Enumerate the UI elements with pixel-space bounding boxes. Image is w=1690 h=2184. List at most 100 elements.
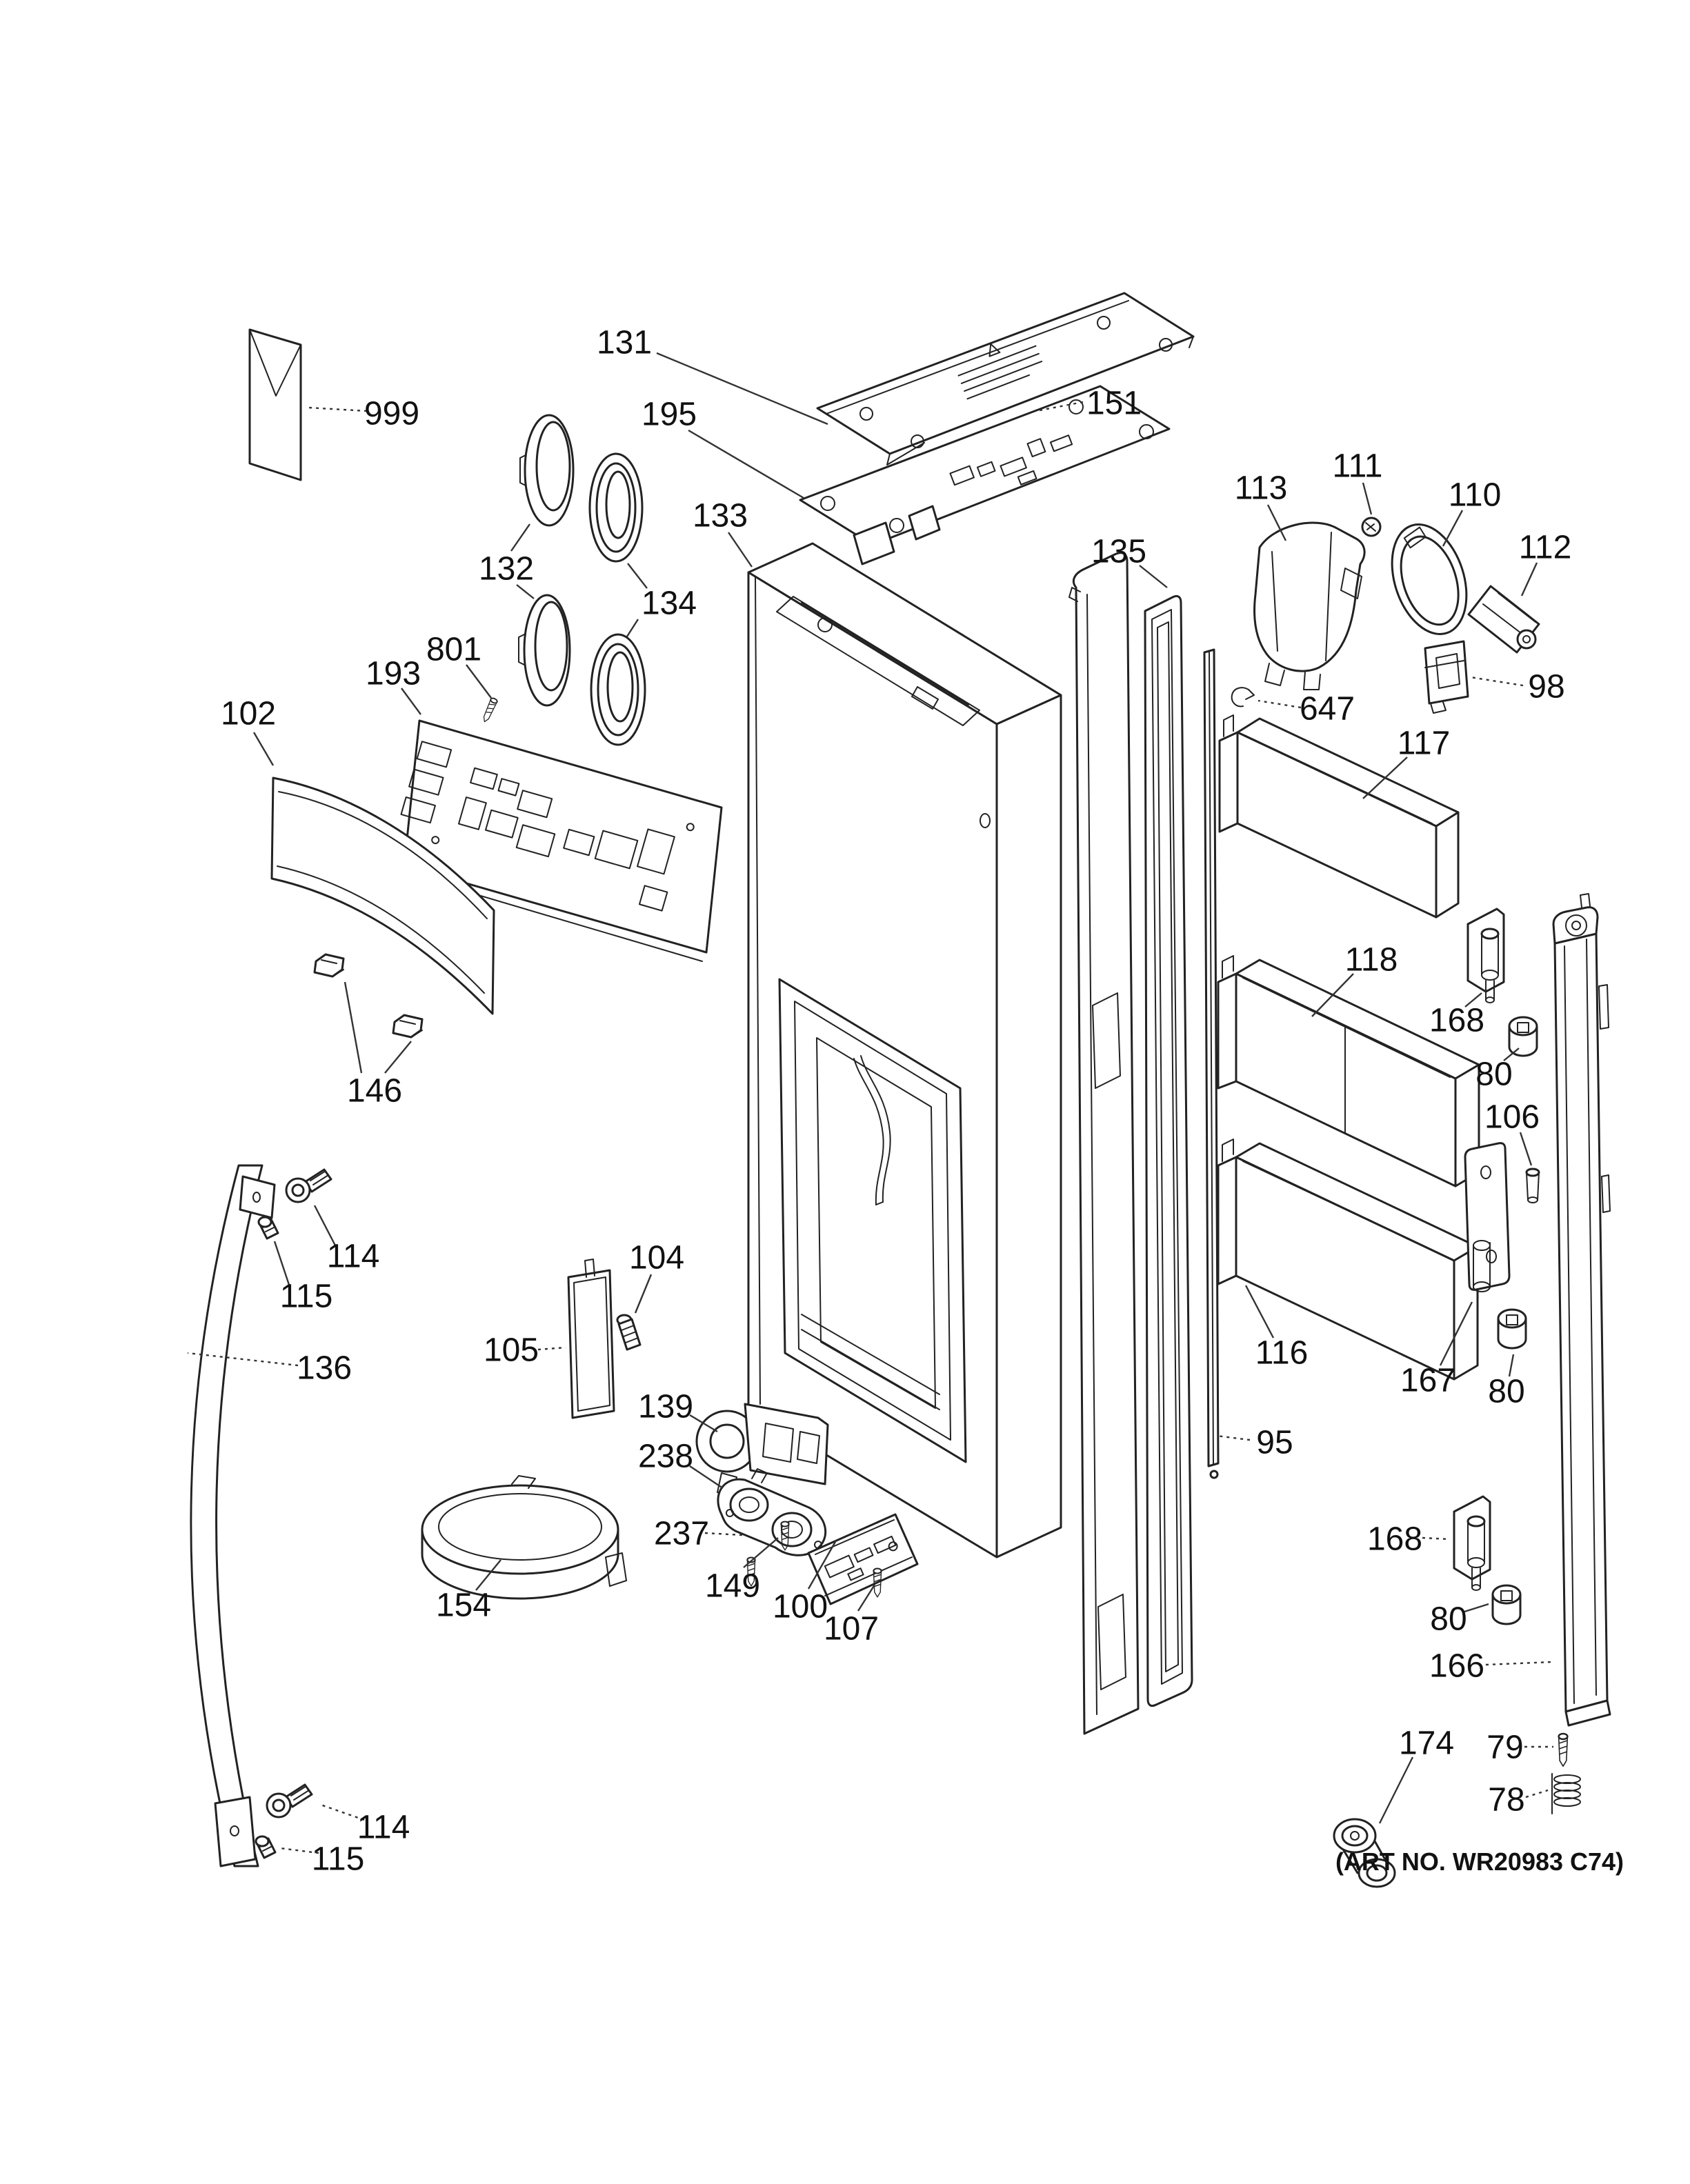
callout-label-146: 146 [347,1073,402,1110]
part-bracket-98 [1424,640,1469,714]
leader-line-166 [1485,1661,1553,1666]
callout-117: 117 [1362,725,1451,799]
leader-line-149 [743,1537,779,1568]
callout-149: 149 [705,1537,779,1605]
callout-166: 166 [1429,1648,1553,1685]
callout-label-133: 133 [693,498,748,534]
part-bin-118 [1217,955,1480,1188]
part-handle-136 [190,1164,276,1867]
leader-line-195 [688,429,804,499]
callout-110: 110 [1442,477,1501,547]
leader-line-114-upper [313,1205,337,1246]
callout-label-80-lower: 80 [1430,1601,1467,1638]
callout-label-104: 104 [629,1240,684,1276]
callout-label-80-upper: 80 [1475,1056,1512,1093]
callout-106: 106 [1484,1099,1540,1166]
leader-line-106 [1519,1132,1533,1166]
part-envelope-999 [248,328,302,481]
part-panel-102 [270,777,495,1015]
leader-line-111 [1362,482,1373,515]
callout-168-lower: 168 [1367,1521,1451,1558]
part-door-assembly-133 [747,542,1062,1559]
part-liner-panel [1068,552,1140,1735]
callout-237: 237 [654,1516,743,1552]
part-gasket-135 [1144,594,1193,1707]
leader-line-154 [475,1559,501,1591]
leader-line-647 [1257,699,1302,709]
callout-168-upper: 168 [1429,992,1484,1039]
part-elbow-174 [1333,1818,1396,1888]
callout-104: 104 [629,1240,684,1314]
callout-139: 139 [638,1389,718,1433]
leader-line-112 [1520,562,1538,597]
leader-line-104 [634,1274,653,1314]
part-hinge-168-lower [1453,1495,1491,1591]
callout-238: 238 [638,1439,724,1489]
leader-line-110 [1442,510,1464,547]
callout-80-upper: 80 [1475,1048,1520,1093]
callout-label-95: 95 [1256,1425,1293,1461]
leader-line-167 [1439,1301,1473,1366]
part-hinge-168-upper [1467,908,1505,1003]
part-bezel-132b [518,594,571,707]
callout-label-106: 106 [1484,1099,1540,1136]
callout-105: 105 [484,1332,566,1369]
callout-label-116: 116 [1255,1335,1309,1372]
callout-193: 193 [366,656,421,715]
leader-line-100 [807,1540,837,1590]
callout-label-174: 174 [1399,1725,1454,1762]
leader-line-999 [307,406,368,412]
callout-80-lower: 80 [1430,1601,1489,1638]
leader-line-117 [1362,757,1408,799]
part-solenoid-112 [1467,585,1540,654]
callout-label-149: 149 [705,1568,760,1605]
callout-label-79: 79 [1487,1730,1523,1766]
leader-line-80-upper [1503,1048,1520,1061]
part-screw-801 [480,697,499,724]
part-motor-139 [695,1403,829,1497]
leader-line-237 [704,1532,743,1536]
callout-136: 136 [187,1350,352,1387]
leader-line-146 [384,1041,412,1074]
part-bushing-80-upper [1508,1016,1538,1057]
callout-label-167: 167 [1400,1363,1455,1399]
callout-115-lower: 115 [279,1841,364,1878]
leader-line-174 [1378,1756,1414,1824]
part-grommet-134b [590,633,646,746]
callout-167: 167 [1400,1301,1473,1399]
callout-146: 146 [344,981,412,1110]
callout-label-117: 117 [1398,725,1451,762]
callout-label-107: 107 [824,1611,879,1647]
callout-label-132: 132 [479,551,534,588]
callout-label-115-upper: 115 [280,1279,333,1315]
callout-116: 116 [1244,1285,1309,1372]
leader-line-168-upper [1464,992,1482,1008]
callout-115-upper: 115 [273,1241,333,1315]
callout-98: 98 [1470,669,1565,705]
part-screw-114-lower [266,1783,313,1819]
part-pin-106 [1525,1168,1540,1203]
part-screw-114-upper [285,1168,332,1203]
leader-line-98 [1470,676,1524,687]
leader-line-193 [401,688,421,715]
callout-131: 131 [597,325,828,425]
part-ball-111 [1361,517,1382,537]
part-board-100 [807,1513,919,1605]
callout-label-113: 113 [1235,470,1288,507]
callout-102: 102 [221,696,276,766]
part-bushing-80-middle [1497,1308,1527,1350]
callout-label-154: 154 [436,1587,491,1624]
callout-151: 151 [1035,385,1142,422]
callout-79: 79 [1487,1730,1553,1766]
part-tray-154 [421,1475,627,1600]
callout-78: 78 [1488,1782,1549,1819]
part-grommet-134a [588,452,644,563]
callout-label-100: 100 [773,1589,828,1625]
callout-111: 111 [1333,448,1382,515]
callout-label-134: 134 [642,585,697,622]
leader-line-114-lower [318,1803,365,1821]
callout-80-middle: 80 [1488,1354,1525,1410]
part-bin-117 [1218,714,1460,919]
